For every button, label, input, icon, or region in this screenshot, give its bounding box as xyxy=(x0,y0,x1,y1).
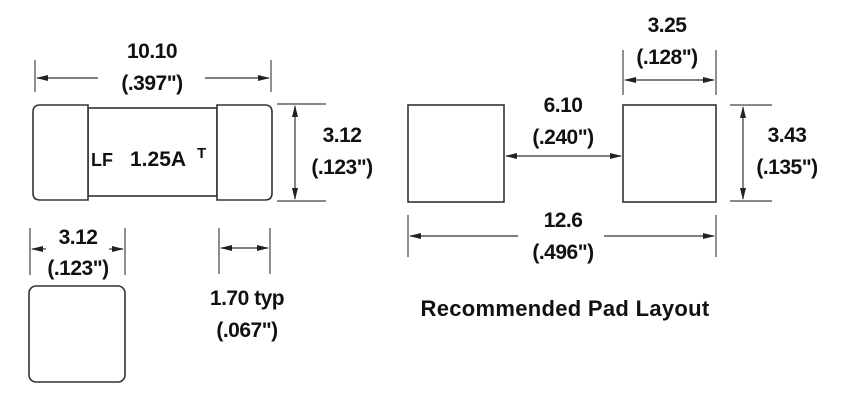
fuse-marking-rating: 1.25A xyxy=(130,148,186,171)
end-cap-width-dimension: 1.70 typ (.067") xyxy=(210,228,285,342)
pad-overall-mm: 12.6 xyxy=(544,209,583,232)
fuse-side-view: LF 1.25A T xyxy=(32,104,273,201)
pad-overall-dimension: 12.6 (.496") xyxy=(407,209,717,264)
pad-width-dimension: 3.25 (.128") xyxy=(622,14,717,95)
pad-layout: 3.25 (.128") 6.10 (.240") 3.43 (.135") 1… xyxy=(407,14,818,321)
end-cap-width-inch: (.067") xyxy=(216,319,277,342)
end-width-mm: 3.12 xyxy=(59,226,98,249)
right-pad xyxy=(622,104,717,203)
left-pad xyxy=(407,104,505,203)
pad-gap-inch: (.240") xyxy=(532,126,593,149)
fuse-end-view: 3.12 (.123") xyxy=(28,226,126,383)
fuse-length-dimension: 10.10 (.397") xyxy=(34,40,272,95)
fuse-length-inch: (.397") xyxy=(121,72,182,95)
pad-height-mm: 3.43 xyxy=(768,124,807,147)
fuse-left-cap xyxy=(32,104,89,201)
pad-height-inch: (.135") xyxy=(756,156,817,179)
fuse-height-inch: (.123") xyxy=(311,156,372,179)
pad-height-dimension: 3.43 (.135") xyxy=(730,104,818,202)
fuse-height-mm: 3.12 xyxy=(323,124,362,147)
end-width-inch: (.123") xyxy=(47,257,108,280)
end-cap-width-mm: 1.70 typ xyxy=(210,287,284,310)
pad-width-inch: (.128") xyxy=(636,46,697,69)
fuse-marking-logo: LF xyxy=(91,150,113,170)
pad-overall-inch: (.496") xyxy=(532,241,593,264)
fuse-height-dimension: 3.12 (.123") xyxy=(277,103,373,202)
fuse-body xyxy=(87,107,218,197)
fuse-length-mm: 10.10 xyxy=(127,40,177,63)
pad-gap-dimension: 6.10 (.240") xyxy=(505,94,622,159)
fuse-marking-suffix: T xyxy=(197,145,206,162)
fuse-end-square xyxy=(28,285,126,383)
pad-gap-mm: 6.10 xyxy=(544,94,583,117)
fuse-right-cap xyxy=(216,104,273,201)
pad-width-mm: 3.25 xyxy=(648,14,688,37)
pad-layout-caption: Recommended Pad Layout xyxy=(421,296,710,321)
